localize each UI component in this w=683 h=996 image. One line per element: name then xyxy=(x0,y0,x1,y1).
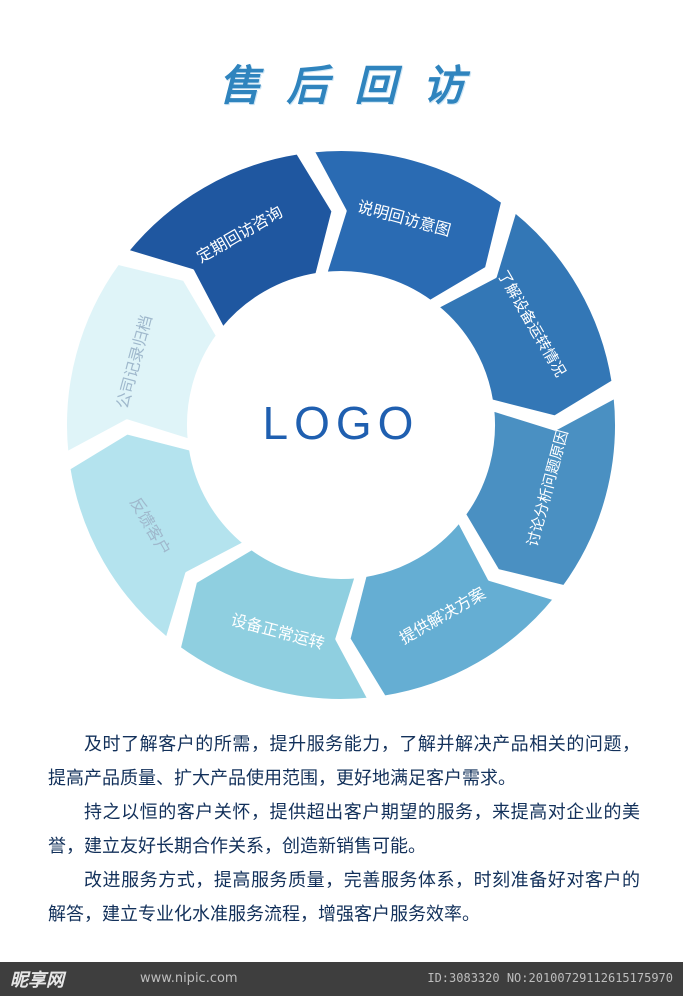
watermark-bar: 昵享网 www.nipic.com ID:3083320 NO:20100729… xyxy=(0,962,683,996)
center-circle xyxy=(193,277,489,573)
watermark-logo: 昵享网 xyxy=(10,970,64,991)
cycle-segment-4 xyxy=(462,394,619,590)
paragraph-2: 持之以恒的客户关怀，提供超出客户期望的服务，来提高对企业的美誉，建立友好长期合作… xyxy=(48,802,640,857)
cycle-segment-2 xyxy=(310,147,506,304)
cycle-segment-3 xyxy=(434,208,616,420)
cycle-segment-6 xyxy=(176,546,372,703)
cycle-diagram: 定期回访咨询说明回访意图了解设备运转情况讨论分析问题原因提供解决方案设备正常运转… xyxy=(0,130,683,720)
paragraph-3: 改进服务方式，提高服务质量，完善服务体系，时刻准备好对客户的解答，建立专业化水准… xyxy=(48,870,640,925)
watermark-id: ID:3083320 NO:20100729112615175970 xyxy=(427,971,673,985)
cycle-svg: 定期回访咨询说明回访意图了解设备运转情况讨论分析问题原因提供解决方案设备正常运转… xyxy=(63,147,619,703)
cycle-segment-8 xyxy=(63,260,220,456)
center-logo: LOGO xyxy=(263,397,420,449)
cycle-segment-7 xyxy=(66,430,248,642)
paragraph-1: 及时了解客户的所需，提升服务能力，了解并解决产品相关的问题，提高产品质量、扩大产… xyxy=(48,734,640,789)
cycle-segment-1 xyxy=(124,150,336,332)
cycle-segment-5 xyxy=(346,518,558,700)
watermark-url: www.nipic.com xyxy=(140,971,238,986)
description: 及时了解客户的所需，提升服务能力，了解并解决产品相关的问题，提高产品质量、扩大产… xyxy=(48,728,640,932)
page-title: 售后回访 xyxy=(218,61,491,110)
